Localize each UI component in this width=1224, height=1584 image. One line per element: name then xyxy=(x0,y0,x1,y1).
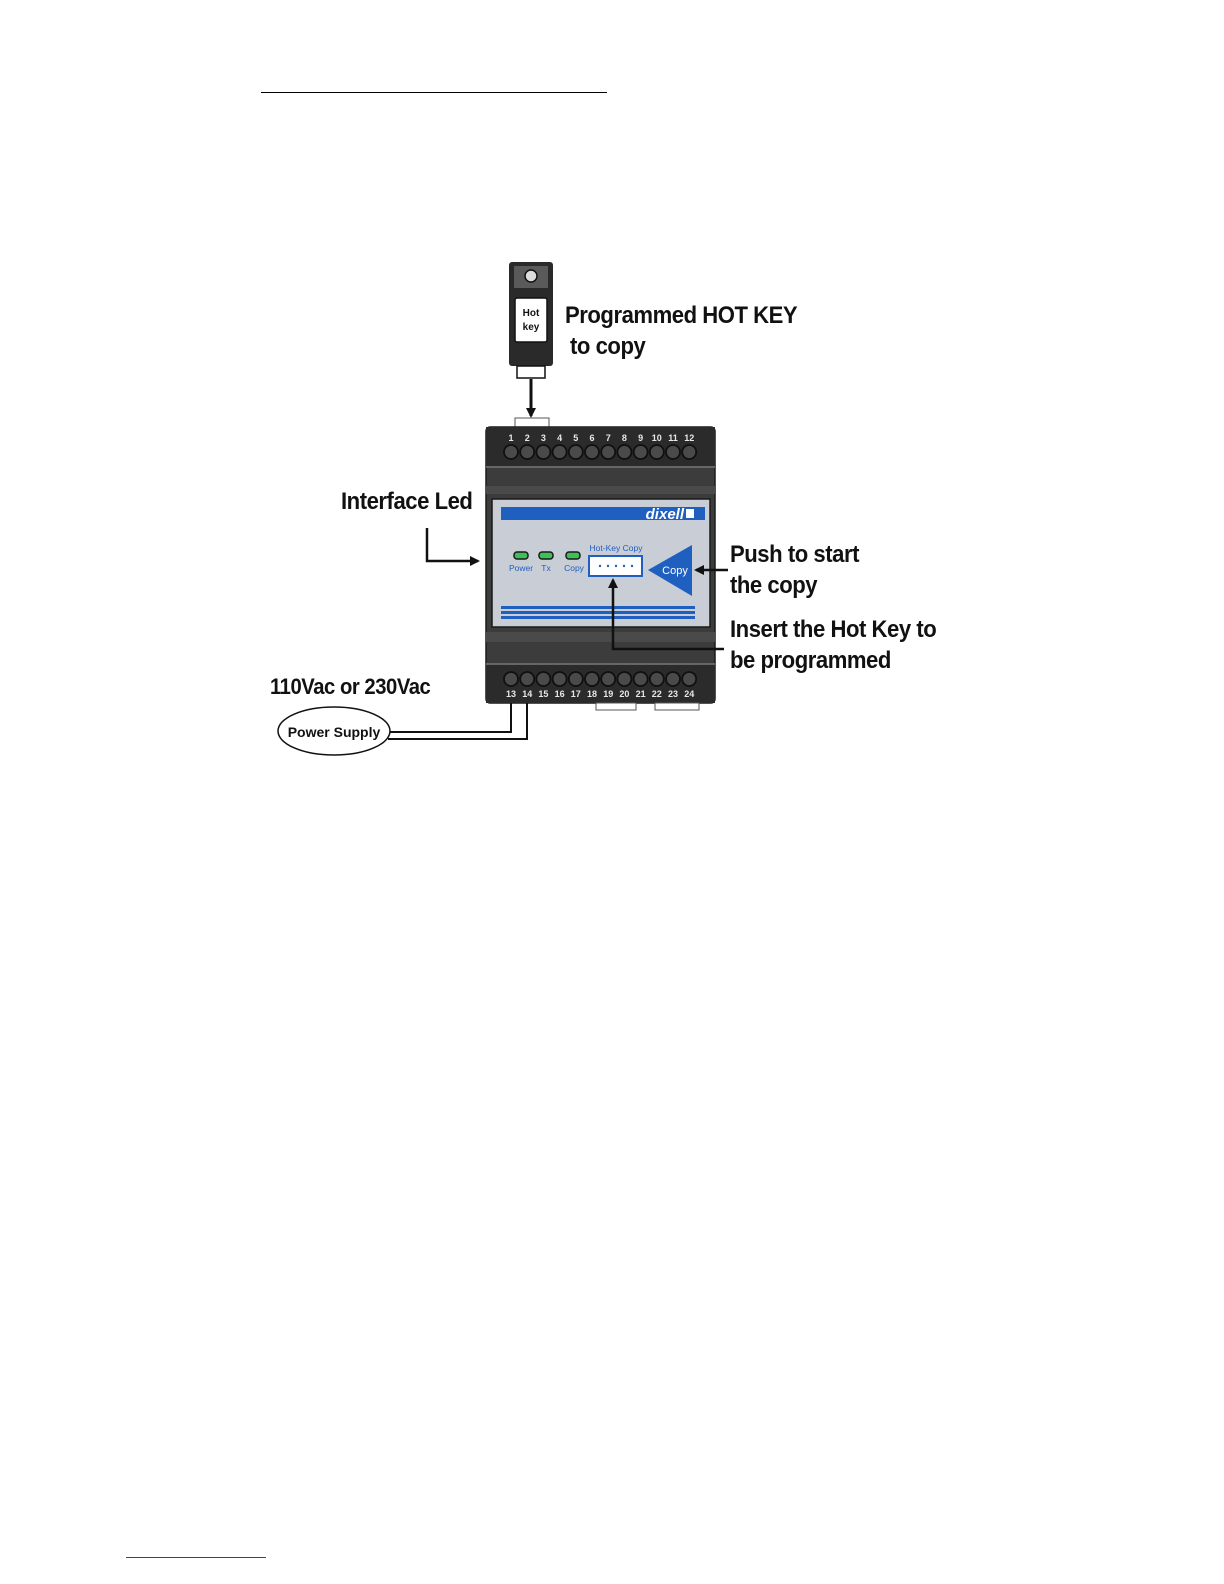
top-terminal-number: 1 xyxy=(508,433,513,443)
top-terminal-number: 11 xyxy=(668,433,678,443)
interface-led-arrow xyxy=(427,528,478,561)
top-terminal-screw xyxy=(682,445,696,459)
top-terminal-number: 2 xyxy=(525,433,530,443)
bottom-terminal-screw xyxy=(682,672,696,686)
power-wire-1 xyxy=(388,703,511,732)
interface-led-label: Interface Led xyxy=(341,488,472,517)
bottom-terminal-screw xyxy=(634,672,648,686)
insert-label-line1: Insert the Hot Key to xyxy=(730,616,936,645)
insert-label-line2: be programmed xyxy=(730,647,891,676)
copy-led-label: Copy xyxy=(564,563,585,573)
bottom-terminal-screw xyxy=(617,672,631,686)
bottom-socket-left xyxy=(596,703,636,710)
power-supply-label: Power Supply xyxy=(288,724,381,740)
voltage-label: 110Vac or 230Vac xyxy=(270,674,430,700)
push-label-line2: the copy xyxy=(730,572,817,601)
bottom-terminal-number: 16 xyxy=(555,689,565,699)
bottom-stripe-3 xyxy=(501,616,695,619)
bottom-terminal-screw xyxy=(585,672,599,686)
copy-led xyxy=(566,552,580,559)
bottom-terminal-screw xyxy=(601,672,615,686)
top-terminal-number: 4 xyxy=(557,433,562,443)
bottom-terminal-screw xyxy=(504,672,518,686)
hot-key-badge-line1: Hot xyxy=(523,308,540,319)
top-terminal-screw xyxy=(536,445,550,459)
push-label-line1: Push to start xyxy=(730,541,859,570)
hot-key-badge-line2: key xyxy=(523,322,540,333)
top-terminal-screw xyxy=(569,445,583,459)
bottom-terminal-screw xyxy=(666,672,680,686)
bottom-terminal-number: 24 xyxy=(684,689,694,699)
bottom-terminal-screw xyxy=(650,672,664,686)
bottom-terminal-screw xyxy=(520,672,534,686)
top-terminal-number: 7 xyxy=(606,433,611,443)
bottom-stripe-1 xyxy=(501,606,695,609)
power-led-label: Power xyxy=(509,563,533,573)
top-terminal-screw xyxy=(504,445,518,459)
top-terminal-number: 9 xyxy=(638,433,643,443)
bottom-terminal-number: 20 xyxy=(619,689,629,699)
hot-key-copy-port-label: Hot-Key Copy xyxy=(590,543,644,553)
hot-key-device: Hot key xyxy=(509,262,553,378)
top-terminal-screw xyxy=(650,445,664,459)
hot-key-label-line2: to copy xyxy=(570,333,645,362)
bottom-terminal-number: 14 xyxy=(522,689,532,699)
tx-led-label: Tx xyxy=(541,563,551,573)
bottom-terminal-number: 22 xyxy=(652,689,662,699)
top-terminal-number: 5 xyxy=(573,433,578,443)
bottom-terminal-number: 23 xyxy=(668,689,678,699)
bottom-terminal-number: 21 xyxy=(636,689,646,699)
top-terminal-screw xyxy=(601,445,615,459)
top-terminal-number: 6 xyxy=(589,433,594,443)
top-terminal-screw xyxy=(617,445,631,459)
top-terminal-number: 10 xyxy=(652,433,662,443)
bottom-terminal-number: 17 xyxy=(571,689,581,699)
bottom-terminal-number: 13 xyxy=(506,689,516,699)
copy-button-label: Copy xyxy=(662,565,688,577)
bottom-terminal-screw xyxy=(553,672,567,686)
power-wire-2 xyxy=(388,703,527,739)
power-led xyxy=(514,552,528,559)
top-terminal-screw xyxy=(585,445,599,459)
bottom-socket-right xyxy=(655,703,699,710)
brand-logo: dixell xyxy=(646,506,685,523)
hot-key-label-line1: Programmed HOT KEY xyxy=(565,302,797,331)
bottom-terminal-screw xyxy=(569,672,583,686)
top-terminal-number: 12 xyxy=(684,433,694,443)
tx-led xyxy=(539,552,553,559)
bottom-terminal-screw xyxy=(536,672,550,686)
bottom-terminal-number: 19 xyxy=(603,689,613,699)
bottom-stripe-2 xyxy=(501,611,695,614)
top-terminal-number: 8 xyxy=(622,433,627,443)
bottom-terminal-number: 18 xyxy=(587,689,597,699)
bottom-terminal-number: 15 xyxy=(538,689,548,699)
top-terminal-screw xyxy=(666,445,680,459)
top-terminal-number: 3 xyxy=(541,433,546,443)
top-terminal-screw xyxy=(634,445,648,459)
top-terminal-screw xyxy=(520,445,534,459)
top-terminal-screw xyxy=(553,445,567,459)
